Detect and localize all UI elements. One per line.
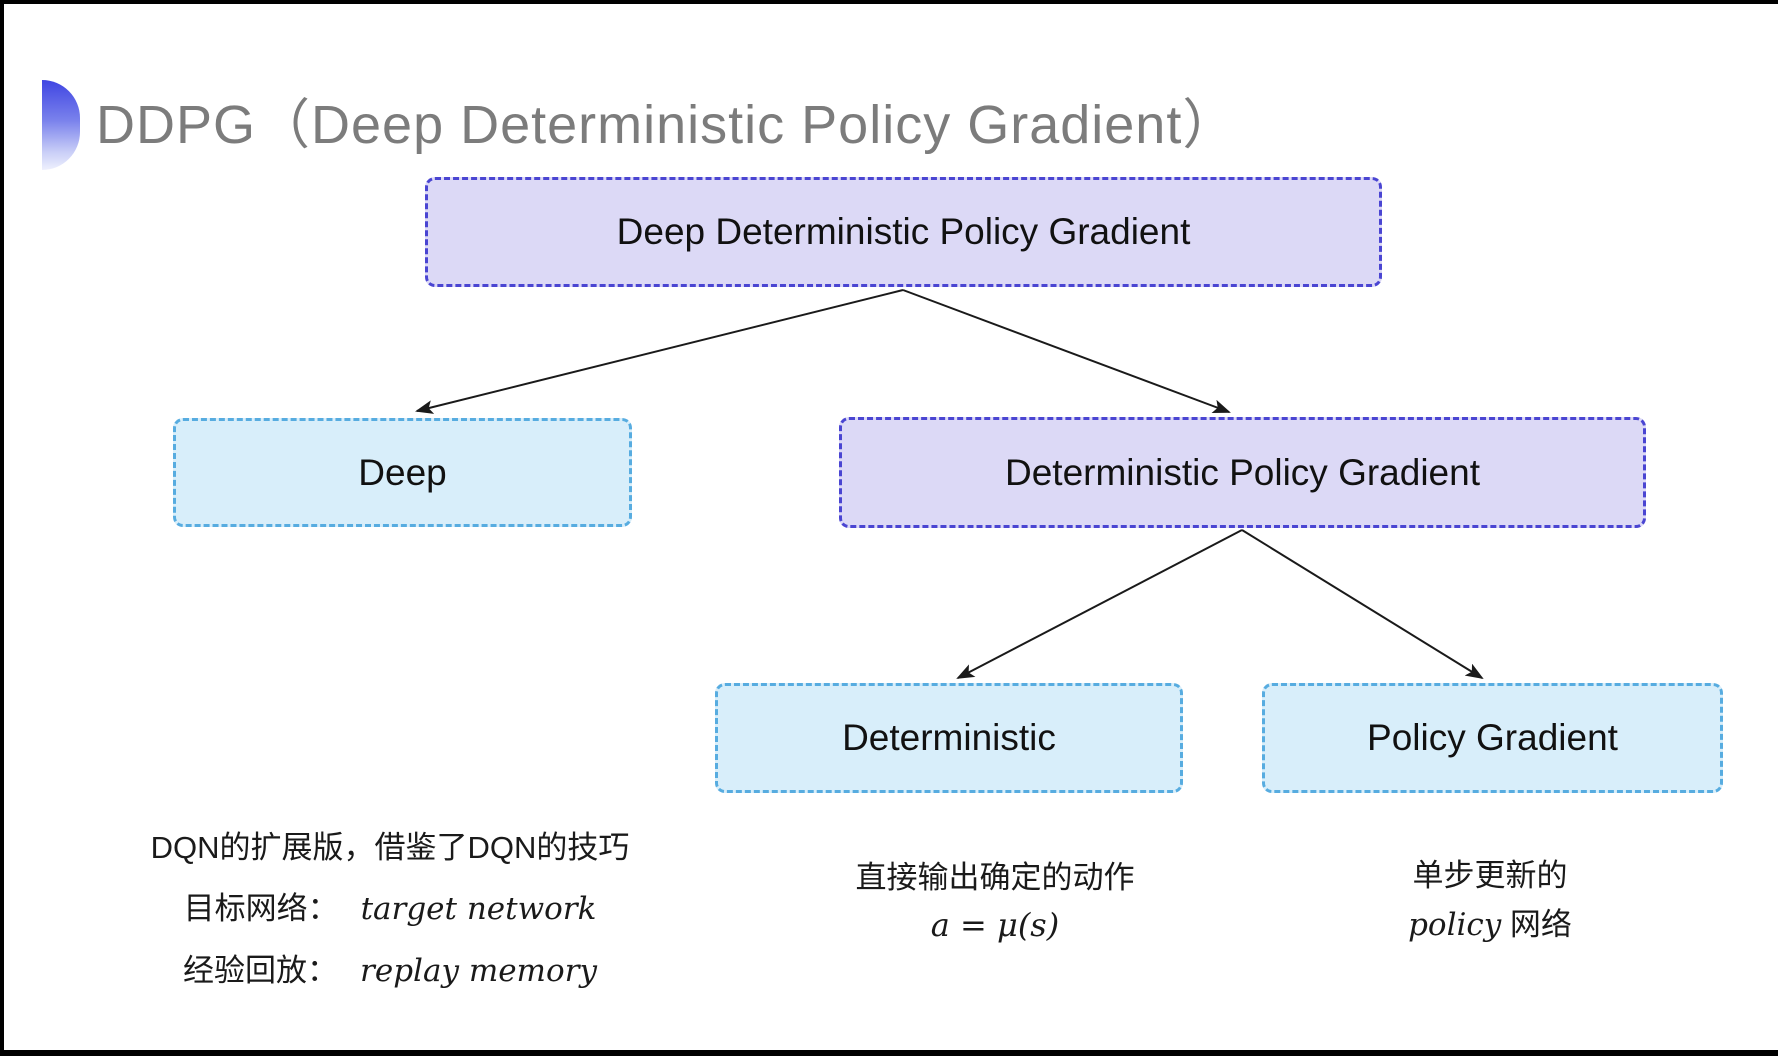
- node-policy-gradient: Policy Gradient: [1262, 683, 1723, 793]
- note-replay-memory-term: replay memory: [360, 953, 597, 989]
- node-deterministic-policy-gradient: Deterministic Policy Gradient: [839, 417, 1646, 528]
- note-replay-memory: 经验回放： replay memory: [183, 949, 597, 993]
- node-label: Policy Gradient: [1367, 717, 1618, 758]
- notes-deep: DQN的扩展版，借鉴了DQN的技巧 目标网络： target network 经验…: [120, 826, 660, 993]
- screen-edge-top: [0, 0, 1778, 4]
- note-single-step-update: 单步更新的: [1412, 858, 1568, 893]
- note-target-network-term: target network: [360, 891, 597, 927]
- note-target-network: 目标网络： target network: [184, 887, 597, 931]
- node-label: Deterministic: [842, 717, 1056, 758]
- arrow-dpg-to-policy-gradient: [1241, 529, 1484, 680]
- note-target-network-label: 目标网络：: [183, 891, 339, 926]
- screen-edge-left: [0, 0, 4, 1056]
- screen-edge-bottom: [0, 1050, 1778, 1056]
- node-deep-deterministic-policy-gradient: Deep Deterministic Policy Gradient: [425, 177, 1382, 287]
- note-deterministic-action: 直接输出确定的动作: [855, 860, 1135, 895]
- note-replay-memory-label: 经验回放：: [183, 953, 339, 988]
- notes-deterministic: 直接输出确定的动作 a = μ(s): [795, 856, 1195, 945]
- note-policy-suffix: 网络: [1501, 907, 1572, 942]
- arrow-root-to-deep: [415, 289, 904, 414]
- note-dqn-extension: DQN的扩展版，借鉴了DQN的技巧: [150, 830, 630, 865]
- node-label: Deep: [358, 451, 447, 493]
- note-formula: a = μ(s): [930, 906, 1060, 944]
- arrow-root-to-dpg: [902, 289, 1231, 413]
- note-policy-term: policy: [1408, 907, 1502, 943]
- node-deterministic: Deterministic: [715, 683, 1183, 793]
- page-title: DDPG（Deep Deterministic Policy Gradient）: [96, 95, 1238, 155]
- node-deep: Deep: [173, 418, 632, 527]
- title-bullet-icon: [42, 80, 80, 170]
- node-label: Deterministic Policy Gradient: [1005, 451, 1480, 493]
- notes-policy-gradient: 单步更新的 policy 网络: [1290, 854, 1690, 947]
- note-policy-network: policy 网络: [1408, 903, 1572, 947]
- arrow-dpg-to-deterministic: [956, 529, 1243, 679]
- node-label: Deep Deterministic Policy Gradient: [616, 211, 1191, 252]
